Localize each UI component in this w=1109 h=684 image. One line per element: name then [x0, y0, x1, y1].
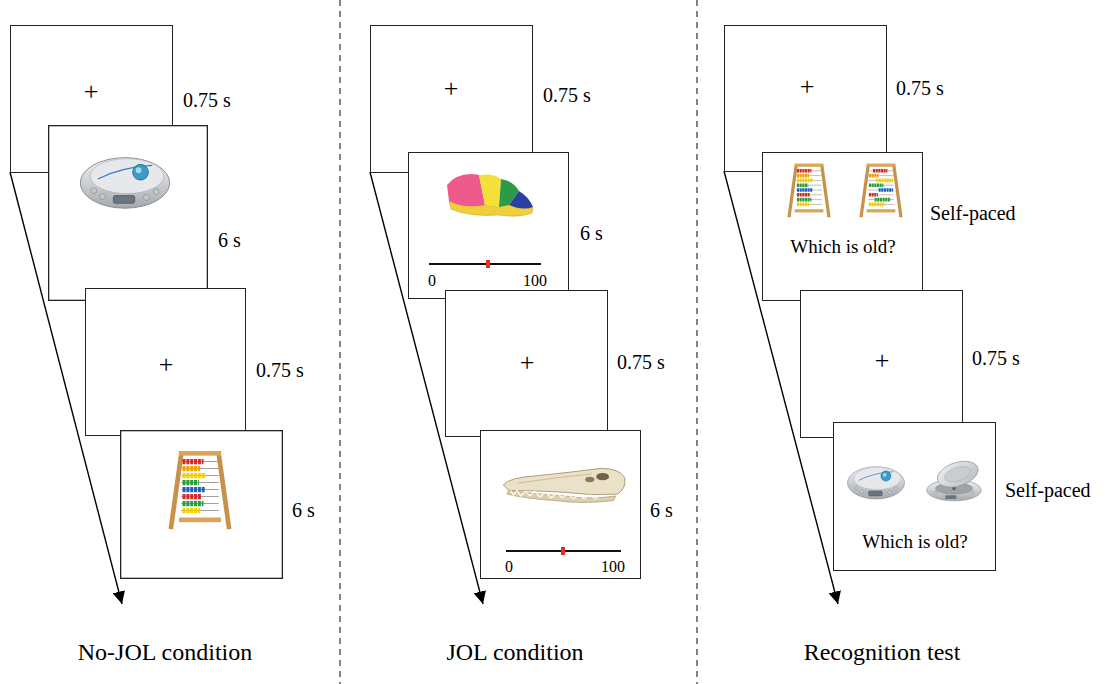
test-screen: Which is old? [833, 422, 996, 571]
fixation-screen: + [800, 290, 963, 438]
duration-label: 0.75 s [972, 348, 1020, 368]
fixation-screen: + [370, 25, 533, 173]
test-question: Which is old? [862, 532, 968, 551]
stimulus-screen [48, 125, 208, 301]
stimulus-picture [481, 431, 640, 578]
duration-label: 0.75 s [256, 360, 304, 380]
scale-label: 0 [428, 273, 436, 289]
duration-label: 0.75 s [543, 85, 591, 105]
duration-label: 6 s [650, 500, 673, 520]
scale-label: 0 [505, 559, 513, 575]
fixation-cross: + [520, 350, 535, 376]
condition-label: JOL condition [446, 640, 583, 664]
stimulus-image [503, 468, 625, 502]
duration-label: 6 s [580, 223, 603, 243]
stimulus-picture [763, 153, 922, 300]
fixation-cross: + [444, 76, 459, 102]
condition-label: Recognition test [804, 640, 961, 664]
fixation-screen: + [724, 25, 887, 172]
fixation-cross: + [84, 79, 99, 105]
duration-label: 0.75 s [617, 352, 665, 372]
test-screen: Which is old? [762, 152, 923, 301]
fixation-cross: + [800, 74, 815, 100]
jol-screen: 0 100 [480, 430, 641, 579]
duration-label: 6 s [218, 230, 241, 250]
fixation-screen: + [85, 288, 246, 436]
duration-label: 0.75 s [183, 90, 231, 110]
fixation-cross: + [159, 352, 174, 378]
stimulus-image [927, 456, 982, 500]
duration-label: 6 s [292, 500, 315, 520]
stimulus-image [861, 164, 901, 218]
column-divider [339, 0, 340, 684]
rating-scale [429, 263, 541, 265]
scale-label: 100 [601, 559, 625, 575]
fixation-cross: + [875, 348, 890, 374]
scale-slider [561, 547, 565, 555]
test-question: Which is old? [790, 237, 896, 256]
column-divider [696, 0, 697, 684]
condition-label: No-JOL condition [78, 640, 252, 664]
stimulus-screen [120, 430, 283, 579]
jol-screen: 0 100 [408, 152, 569, 299]
stimulus-image [789, 164, 829, 218]
stimulus-image [447, 174, 533, 216]
duration-label: 0.75 s [896, 78, 944, 98]
stimulus-image [847, 467, 904, 499]
duration-label: Self-paced [1005, 480, 1091, 500]
duration-label: Self-paced [930, 203, 1016, 223]
scale-label: 100 [523, 273, 547, 289]
scale-slider [486, 260, 490, 268]
fixation-screen: + [445, 290, 608, 437]
